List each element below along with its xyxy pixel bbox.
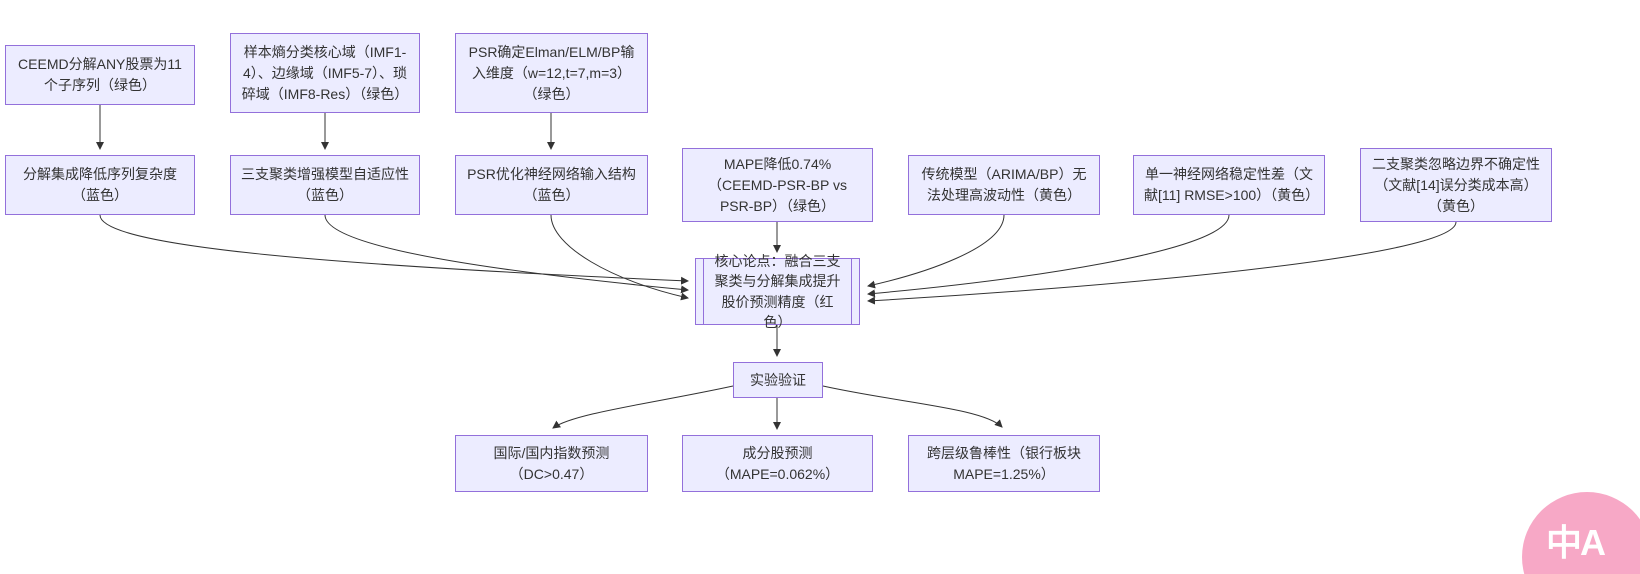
edge-n9-core xyxy=(867,214,1230,298)
edge-n6-core xyxy=(550,214,689,301)
edge-n5-core xyxy=(324,214,689,294)
node-psr-input-structure: PSR优化神经网络输入结构（蓝色） xyxy=(455,155,648,215)
edge-exp-b1 xyxy=(552,385,734,429)
node-constituent-prediction: 成分股预测（MAPE=0.062%） xyxy=(682,435,873,492)
node-ceemd-decompose: CEEMD分解ANY股票为11个子序列（绿色） xyxy=(5,45,195,105)
node-single-nn-unstable: 单一神经网络稳定性差（文献[11] RMSE>100）（黄色） xyxy=(1133,155,1325,215)
node-experiment-validation: 实验验证 xyxy=(733,362,823,398)
node-three-way-adaptive: 三支聚类增强模型自适应性（蓝色） xyxy=(230,155,420,215)
node-decompose-complexity: 分解集成降低序列复杂度（蓝色） xyxy=(5,155,195,215)
translate-badge-icon: 中A xyxy=(1546,522,1606,563)
node-mape-reduction: MAPE降低0.74%（CEEMD-PSR-BP vs PSR-BP）（绿色） xyxy=(682,148,873,222)
edge-n8-core xyxy=(867,214,1005,289)
node-psr-dimension: PSR确定Elman/ELM/BP输入维度（w=12,t=7,m=3）（绿色） xyxy=(455,33,648,113)
edge-exp-b3 xyxy=(822,385,1003,428)
translate-badge[interactable]: 中A xyxy=(1522,492,1640,574)
node-traditional-models: 传统模型（ARIMA/BP）无法处理高波动性（黄色） xyxy=(908,155,1100,215)
node-core-thesis: 核心论点：融合三支聚类与分解集成提升股价预测精度（红色） xyxy=(695,253,860,330)
node-index-prediction: 国际/国内指数预测（DC>0.47） xyxy=(455,435,648,492)
edge-n4-core xyxy=(99,214,689,285)
edge-n10-core xyxy=(867,221,1457,305)
node-sample-entropy: 样本熵分类核心域（IMF1-4）、边缘域（IMF5-7）、琐碎域（IMF8-Re… xyxy=(230,33,420,113)
node-two-way-boundary: 二支聚类忽略边界不确定性（文献[14]误分类成本高）（黄色） xyxy=(1360,148,1552,222)
node-cross-level-robustness: 跨层级鲁棒性（银行板块 MAPE=1.25%） xyxy=(908,435,1100,492)
